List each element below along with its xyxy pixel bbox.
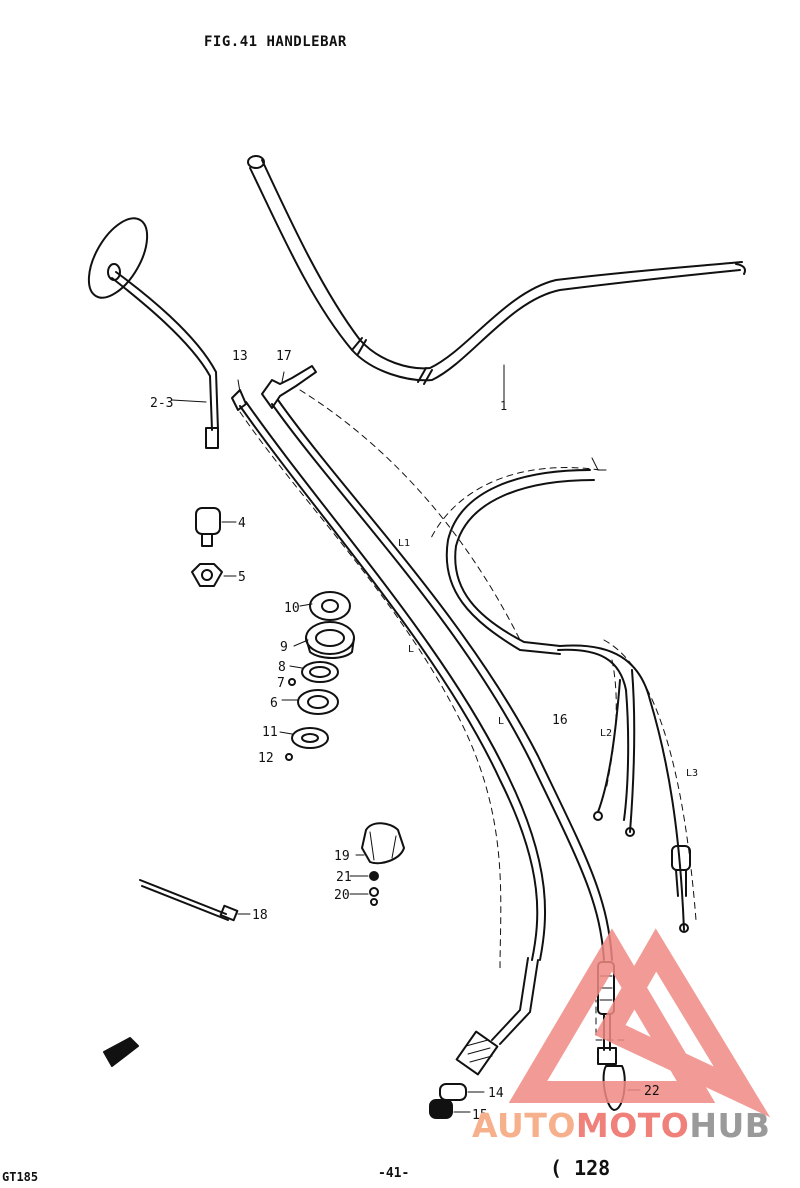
dim-l-upper: L xyxy=(408,644,414,655)
handlebar-part-1 xyxy=(247,155,746,406)
label-5: 5 xyxy=(238,570,246,585)
label-22: 22 xyxy=(644,1084,660,1099)
dimension-labels: L1 L L L2 L3 xyxy=(398,538,698,779)
label-20: 20 xyxy=(334,888,350,903)
footer-page-code: -41- xyxy=(378,1166,410,1181)
small-parts-14-15-22 xyxy=(429,1065,641,1119)
label-7: 7 xyxy=(277,676,285,691)
dimension-lines xyxy=(239,389,697,1041)
watermark-logo-mark xyxy=(508,928,771,1118)
label-12: 12 xyxy=(258,751,274,766)
part-labels: 1 2-3 4 5 6 7 8 9 10 11 12 13 14 15 16 1… xyxy=(150,349,660,1123)
rod-part-18 xyxy=(139,879,251,922)
label-19: 19 xyxy=(334,849,350,864)
dim-l1: L1 xyxy=(398,538,410,549)
label-13: 13 xyxy=(232,349,248,364)
label-16: 16 xyxy=(552,713,568,728)
switch-washer-stack xyxy=(279,591,355,761)
watermark-hub: HUB xyxy=(689,1106,771,1145)
label-1: 1 xyxy=(500,399,507,413)
watermark-text: AUTOMOTOHUB xyxy=(472,1106,770,1145)
label-6: 6 xyxy=(270,696,278,711)
switch-part-19 xyxy=(349,822,405,906)
dim-l3: L3 xyxy=(686,768,698,779)
footer-model: GT185 xyxy=(2,1170,39,1184)
label-4: 4 xyxy=(238,516,246,531)
footer-page-number: ( 128 xyxy=(550,1156,611,1180)
label-15: 15 xyxy=(472,1108,488,1123)
label-8: 8 xyxy=(278,660,286,675)
mirror-part-2-3 xyxy=(87,217,219,449)
label-14: 14 xyxy=(488,1086,504,1101)
label-10: 10 xyxy=(284,601,300,616)
label-17: 17 xyxy=(276,349,292,364)
watermark-moto: MOTO xyxy=(575,1106,690,1145)
figure-title: FIG.41 HANDLEBAR xyxy=(204,34,347,50)
bolt-part-4 xyxy=(195,507,237,547)
cables-main xyxy=(239,399,613,961)
nut-part-5 xyxy=(191,563,237,587)
cable-fittings-13-17 xyxy=(231,365,317,411)
watermark-auto: AUTO xyxy=(472,1106,576,1145)
label-18: 18 xyxy=(252,908,268,923)
dim-l-lower: L xyxy=(498,716,504,727)
dim-l2: L2 xyxy=(600,728,612,739)
bracket-bottom-left xyxy=(103,1037,139,1067)
label-11: 11 xyxy=(262,725,278,740)
label-2-3: 2-3 xyxy=(150,396,173,411)
wire-harness xyxy=(445,457,691,933)
label-9: 9 xyxy=(280,640,288,655)
label-21: 21 xyxy=(336,870,352,885)
